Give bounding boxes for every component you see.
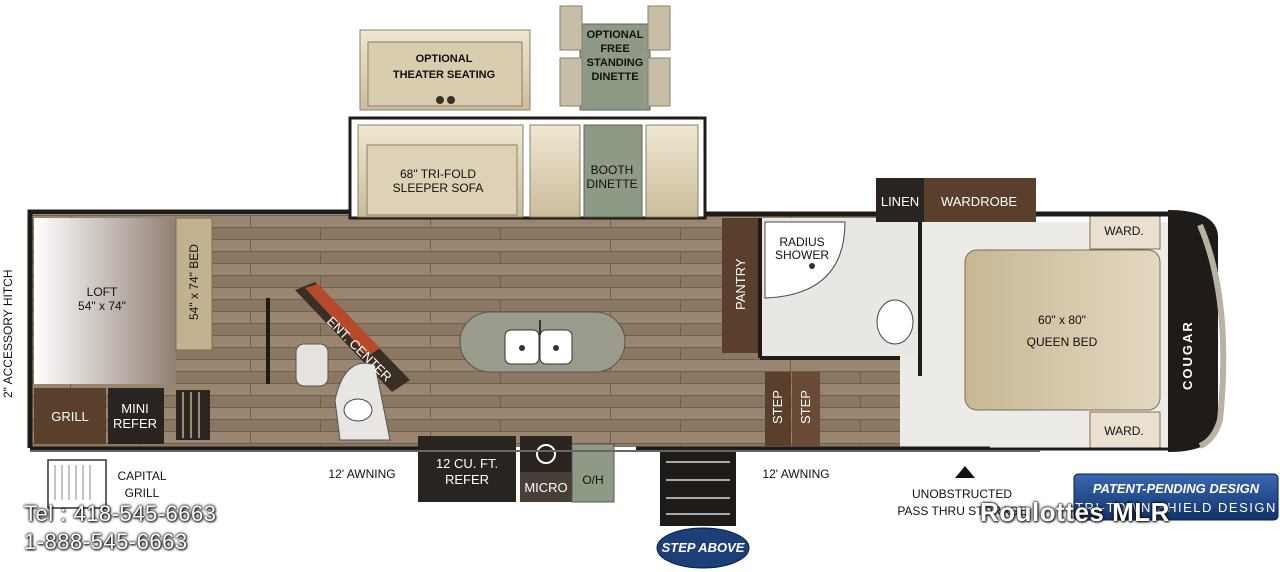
interior-walls [266, 218, 922, 384]
step-label: STEP [770, 390, 785, 424]
pantry-label: PANTRY [733, 258, 748, 310]
ward-top-label: WARD. [1104, 224, 1144, 238]
wardrobe-top [924, 178, 1036, 222]
sofa-cushion [366, 144, 518, 216]
loft-bed-label: 54" x 74" BED [187, 244, 201, 320]
range [520, 436, 572, 472]
pantry [722, 218, 758, 353]
booth-seat-right [645, 124, 699, 218]
ward-bottom-label: WARD. [1104, 424, 1144, 438]
sink-basin [343, 398, 373, 422]
capital-grill-label: CAPITAL [117, 469, 166, 483]
microwave [520, 472, 572, 502]
exterior-walls [27, 209, 1168, 452]
pass-thru-label-2: PASS THRU STORAGE [897, 504, 1026, 518]
stool [295, 343, 329, 387]
step-above-badge [656, 527, 750, 569]
booth-table [583, 124, 643, 218]
loft-bed [175, 217, 213, 351]
step-right [792, 372, 820, 446]
ward-bottom-right [1089, 411, 1161, 449]
hitch-label: 2" ACCESSORY HITCH [1, 269, 15, 398]
dinette-chair [559, 5, 583, 51]
opt-dinette-label-2: FREE [600, 43, 629, 55]
radius-shower [764, 221, 846, 299]
sofa-label: 68" TRI-FOLD [400, 167, 476, 181]
dealer-watermark: Roulottes MLR [980, 497, 1170, 527]
mini-refer [108, 388, 164, 444]
dinette-chair [647, 57, 671, 107]
phone-line-2: 1-888-545-6663 [24, 529, 188, 554]
linen-label: LINEN [881, 194, 919, 209]
refrigerator [418, 436, 516, 502]
fireplace-icon [305, 284, 380, 356]
step-left [765, 372, 791, 446]
booth-label: BOOTH [591, 163, 634, 177]
front-cap [1168, 210, 1219, 452]
patent-badge [1073, 473, 1279, 521]
theater-label-2: THEATER SEATING [393, 69, 495, 81]
queen-bed-size: 60" x 80" [1038, 313, 1086, 327]
refer-label: 12 CU. FT. [436, 456, 498, 471]
linen-closet [876, 178, 924, 222]
capital-grill-label-2: GRILL [125, 486, 160, 500]
patent-label-2: TRI-TOWN SHIELD DESIGN [1075, 500, 1277, 515]
sofa-label-2: SLEEPER SOFA [393, 181, 484, 195]
cougar-logo: COUGAR [1180, 320, 1195, 390]
mini-refer-label: MINI [121, 401, 148, 416]
opt-dinette-label-3: STANDING [587, 57, 644, 69]
grill [34, 388, 106, 444]
refer-label-2: REFER [445, 472, 489, 487]
queen-bed [964, 249, 1161, 411]
step-above-label: STEP ABOVE [662, 540, 745, 555]
theater-cupholder [447, 96, 455, 104]
oh-label: O/H [582, 473, 603, 487]
radius-label-2: SHOWER [775, 248, 829, 262]
opt-dinette-label-4: DINETTE [591, 71, 638, 83]
booth-seat-left [529, 124, 581, 218]
patent-label: PATENT-PENDING DESIGN [1093, 481, 1260, 496]
mini-refer-label-2: REFER [113, 416, 157, 431]
storage-arrow-icon [955, 466, 975, 478]
dinette-chair [559, 57, 583, 107]
contact-overlay: Tel : 418-545-6663 1-888-545-6663 [24, 500, 216, 556]
overhead-cabinet [571, 443, 615, 503]
awning-right-label: 12' AWNING [762, 467, 829, 481]
capital-grill [47, 459, 107, 509]
dinette-chair [647, 5, 671, 51]
wardrobe-label: WARDROBE [941, 194, 1017, 209]
booth-label-2: DINETTE [586, 177, 637, 191]
radius-label: RADIUS [779, 235, 824, 249]
loft [34, 218, 176, 384]
loft-size-label: 54" x 74" [78, 299, 126, 313]
grill-label: GRILL [51, 409, 89, 424]
burner-icon [536, 444, 556, 464]
queen-bed-label: QUEEN BED [1027, 335, 1098, 349]
phone-line-1: Tel : 418-545-6663 [24, 501, 217, 526]
awning-left-label: 12' AWNING [328, 467, 395, 481]
bath-sink [876, 299, 914, 345]
theater-cupholder [436, 96, 444, 104]
loft-label: LOFT [87, 285, 118, 299]
step-label-2: STEP [798, 390, 813, 424]
opt-dinette-label: OPTIONAL [587, 29, 644, 41]
pass-thru-label: UNOBSTRUCTED [912, 487, 1012, 501]
free-standing-dinette [579, 23, 651, 111]
loft-ladder [176, 390, 210, 440]
theater-cushion [367, 41, 523, 107]
theater-label: OPTIONAL [416, 53, 473, 65]
micro-label: MICRO [524, 480, 567, 495]
